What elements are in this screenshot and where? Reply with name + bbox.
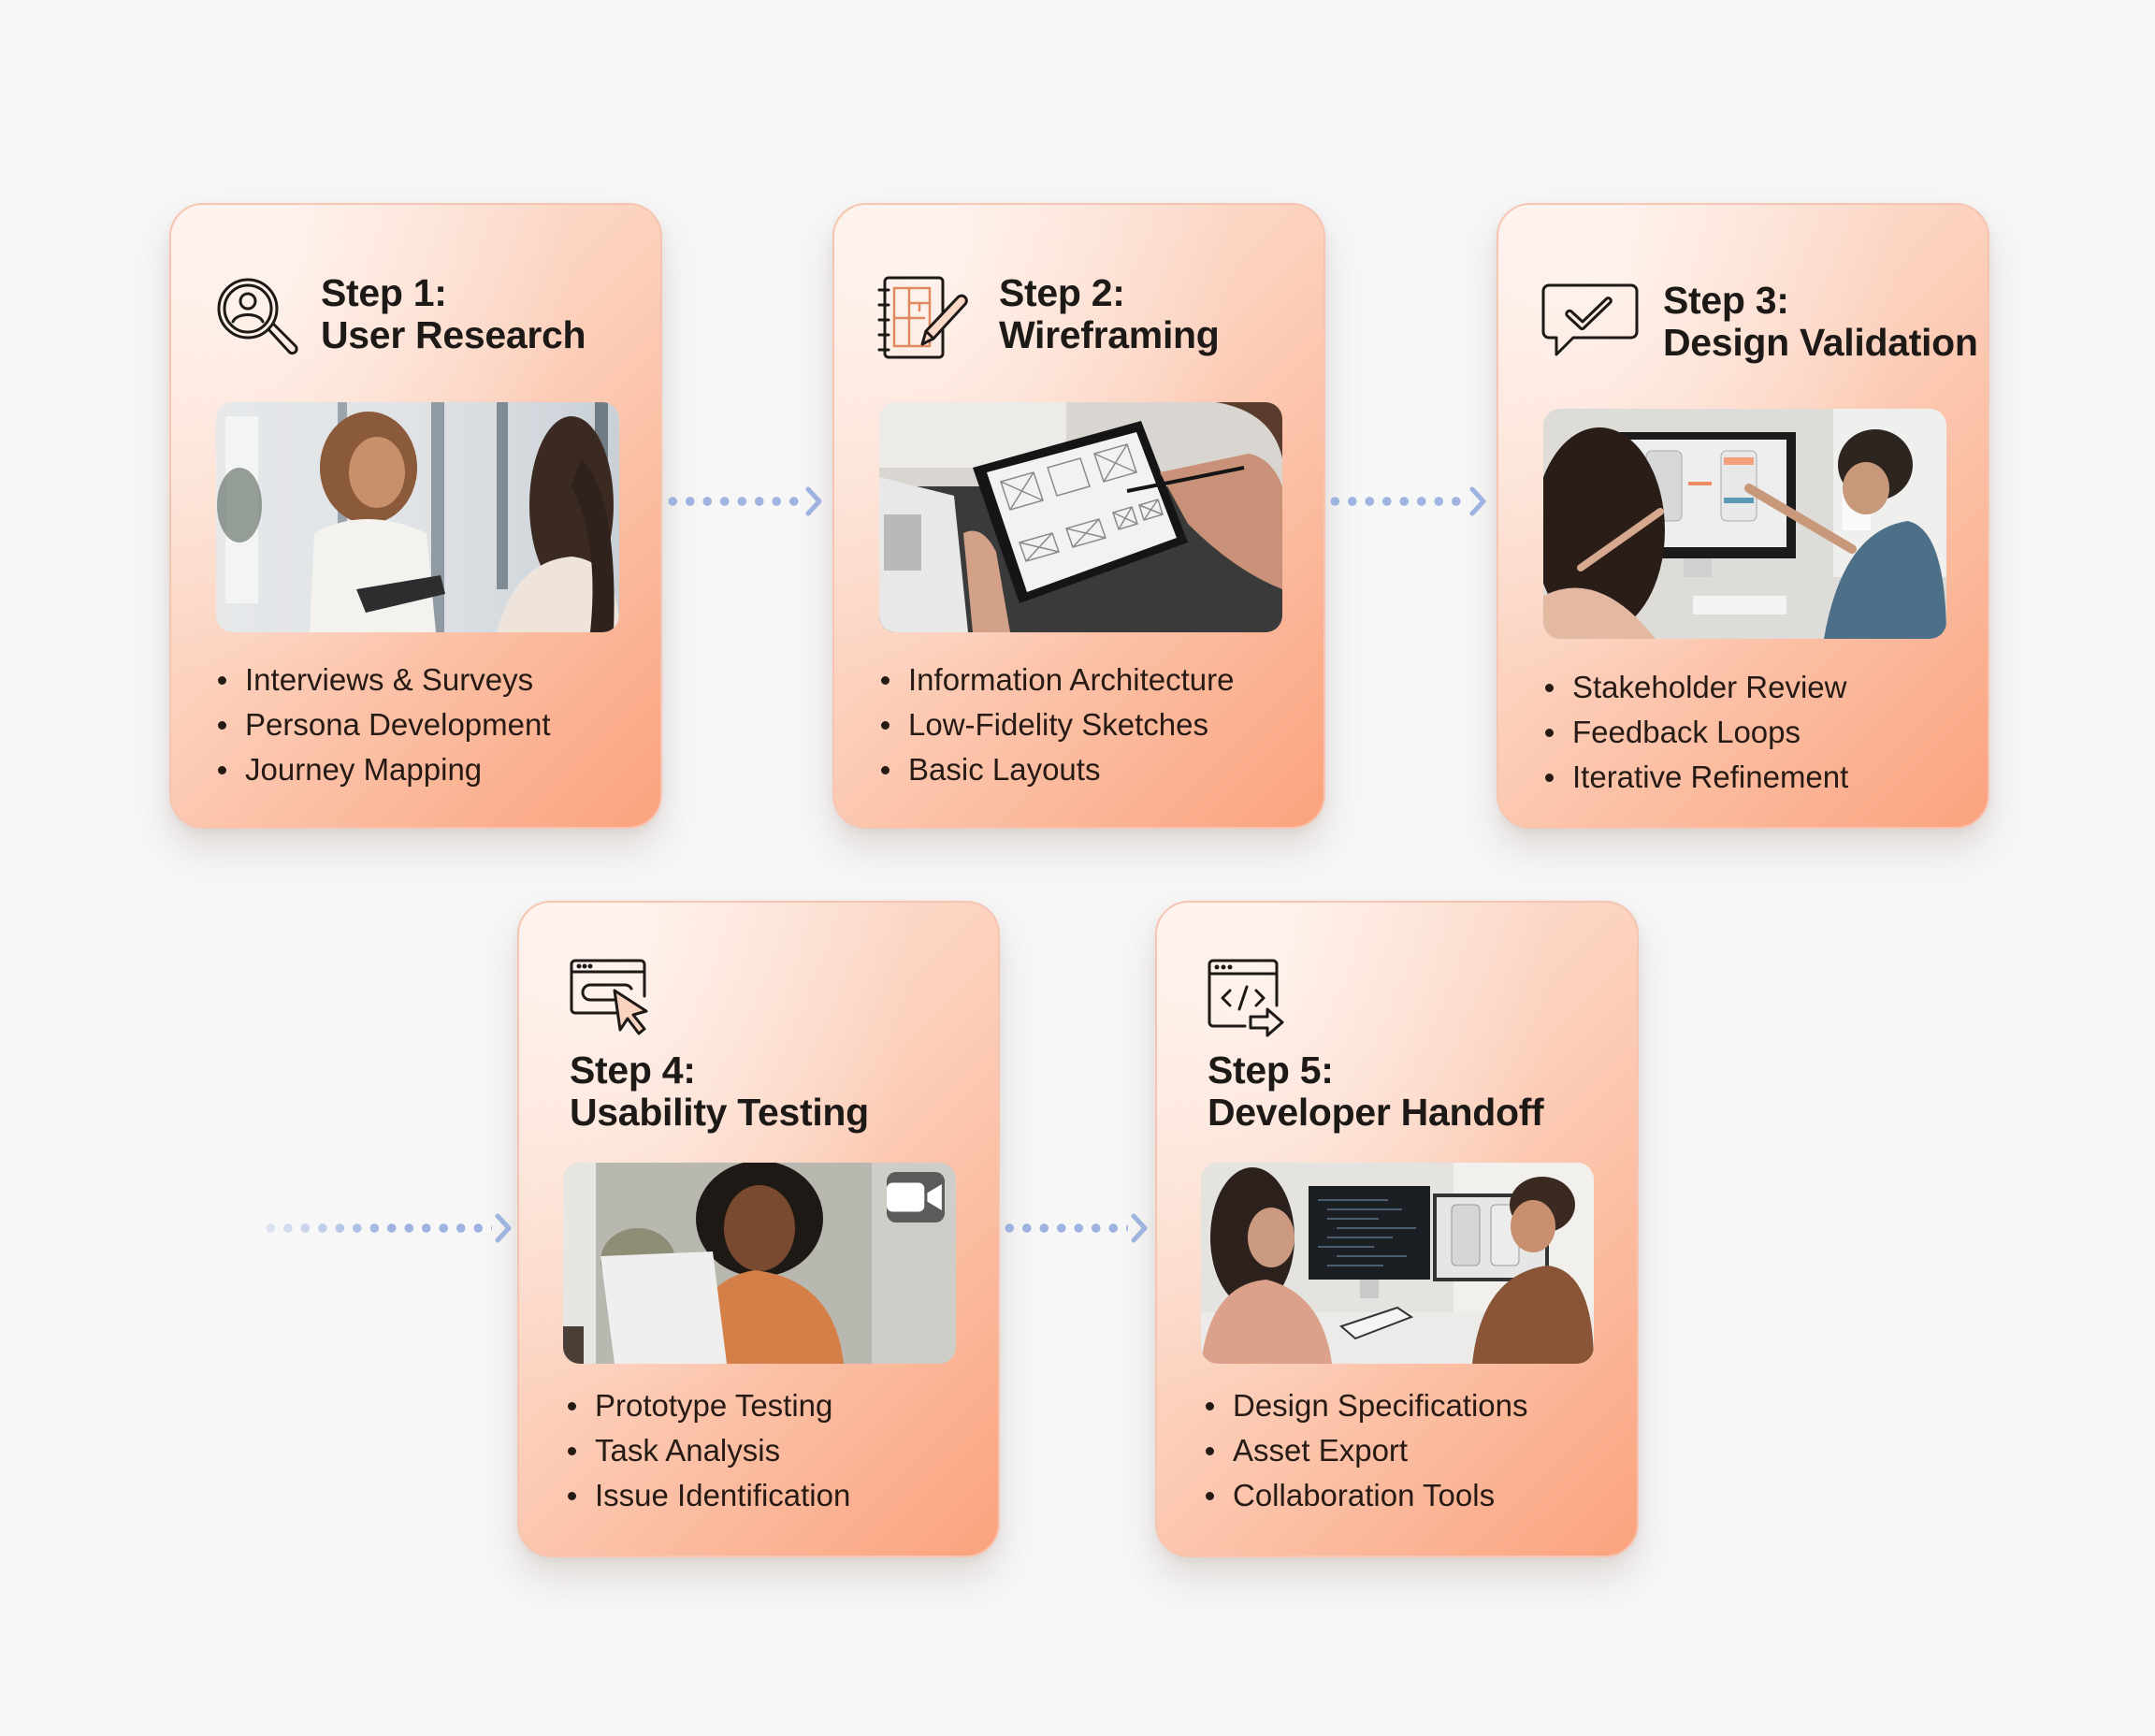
step-bullets: Interviews & Surveys Persona Development… [214,658,551,792]
step-number: Step 5: [1208,1049,1334,1092]
step-bullets: Design Specifications Asset Export Colla… [1202,1383,1528,1518]
bullet-item: Asset Export [1202,1428,1528,1473]
browser-cursor-click-icon [570,959,652,1037]
bullet-dot [218,675,226,685]
bullet-dot [218,765,226,774]
connector-entry-to-step4 [262,1209,513,1247]
bullet-item: Persona Development [214,702,551,747]
connector-step1-to-step2 [664,483,823,520]
bullet-dot [1206,1491,1214,1500]
step-title: Step 1: User Research [321,272,586,356]
step-name: User Research [321,313,586,356]
chat-bubble-checkmark-icon [1541,282,1639,369]
step-card-usability-testing: Step 4: Usability Testing Prototype Test… [517,901,1000,1557]
user-search-magnifier-icon [214,275,302,363]
step-title: Step 3: Design Validation [1663,280,1978,364]
bullet-dot [881,720,889,730]
bullet-dot [568,1401,576,1410]
chevron-right-icon [495,1213,512,1243]
bullet-dot [1545,683,1554,692]
step-number: Step 1: [321,271,447,314]
bullet-dot [1545,773,1554,782]
dotted-line [664,497,803,506]
bullet-item: Stakeholder Review [1541,665,1848,710]
bullet-item: Prototype Testing [564,1383,850,1428]
notebook-wireframe-pencil-icon [877,275,971,363]
connector-step4-to-step5 [1001,1209,1149,1247]
bullet-item: Issue Identification [564,1473,850,1518]
step-title: Step 4: Usability Testing [570,1049,869,1134]
bullet-item: Information Architecture [877,658,1235,702]
step-photo [216,402,619,632]
step-bullets: Information Architecture Low-Fidelity Sk… [877,658,1235,792]
step-number: Step 3: [1663,279,1789,322]
bullet-dot [1206,1401,1214,1410]
step-title: Step 5: Developer Handoff [1208,1049,1544,1134]
bullet-item: Collaboration Tools [1202,1473,1528,1518]
step-name: Wireframing [999,313,1220,356]
step-name: Design Validation [1663,321,1978,364]
step-card-user-research: Step 1: User Research [169,203,662,829]
step-name: Usability Testing [570,1091,869,1134]
step-photo [1201,1163,1594,1364]
bullet-dot [568,1446,576,1455]
bullet-item: Feedback Loops [1541,710,1848,755]
video-camera-icon [887,1172,945,1222]
bullet-item: Task Analysis [564,1428,850,1473]
dotted-line [1001,1223,1128,1233]
step-card-design-validation: Step 3: Design Validation Stakeholder [1497,203,1989,829]
bullet-dot [881,765,889,774]
step-bullets: Prototype Testing Task Analysis Issue Id… [564,1383,850,1518]
dotted-line [1326,497,1467,506]
chevron-right-icon [1131,1213,1148,1243]
bullet-dot [218,720,226,730]
step-number: Step 2: [999,271,1125,314]
step-title: Step 2: Wireframing [999,272,1220,356]
step-photo [879,402,1282,632]
bullet-item: Interviews & Surveys [214,658,551,702]
bullet-item: Basic Layouts [877,747,1235,792]
step-number: Step 4: [570,1049,696,1092]
connector-step2-to-step3 [1326,483,1487,520]
chevron-right-icon [805,486,822,516]
bullet-dot [881,675,889,685]
step-name: Developer Handoff [1208,1091,1544,1134]
bullet-item: Journey Mapping [214,747,551,792]
bullet-dot [1545,728,1554,737]
bullet-item: Iterative Refinement [1541,755,1848,800]
browser-code-export-icon [1208,959,1290,1037]
step-photo [563,1163,956,1364]
step-photo [1543,409,1946,639]
bullet-item: Low-Fidelity Sketches [877,702,1235,747]
chevron-right-icon [1469,486,1486,516]
step-bullets: Stakeholder Review Feedback Loops Iterat… [1541,665,1848,800]
bullet-dot [1206,1446,1214,1455]
step-card-wireframing: Step 2: Wireframing [832,203,1325,829]
bullet-dot [568,1491,576,1500]
bullet-item: Design Specifications [1202,1383,1528,1428]
dotted-line [262,1223,492,1233]
step-card-developer-handoff: Step 5: Developer Handoff [1155,901,1639,1557]
